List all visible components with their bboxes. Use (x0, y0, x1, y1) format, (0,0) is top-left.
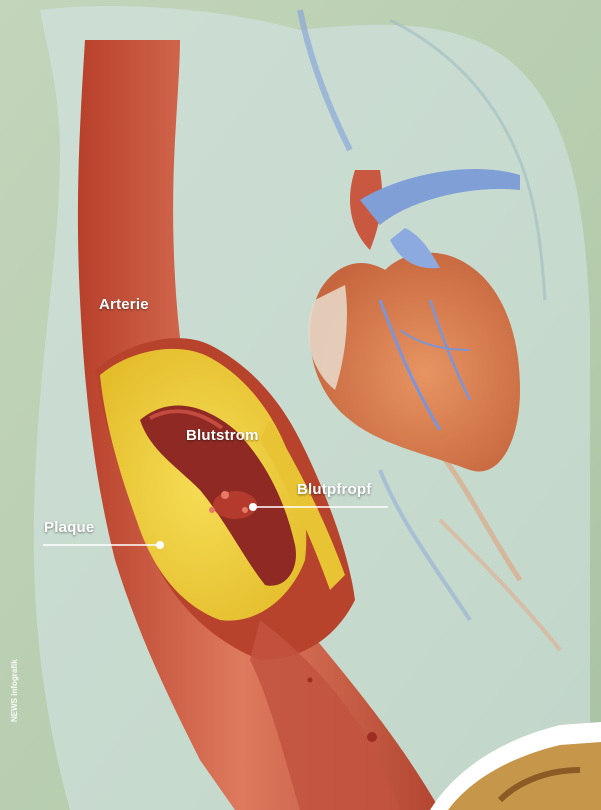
blood-clot-label: Blutpfropf (297, 481, 371, 498)
plaque-label: Plaque (44, 519, 94, 536)
clot-leader-dot (249, 503, 257, 511)
blood-flow-label: Blutstrom (186, 427, 259, 444)
artery-label: Arterie (99, 296, 149, 313)
plaque-leader-dot (156, 541, 164, 549)
credit-text: NEWS infografik (10, 659, 19, 722)
